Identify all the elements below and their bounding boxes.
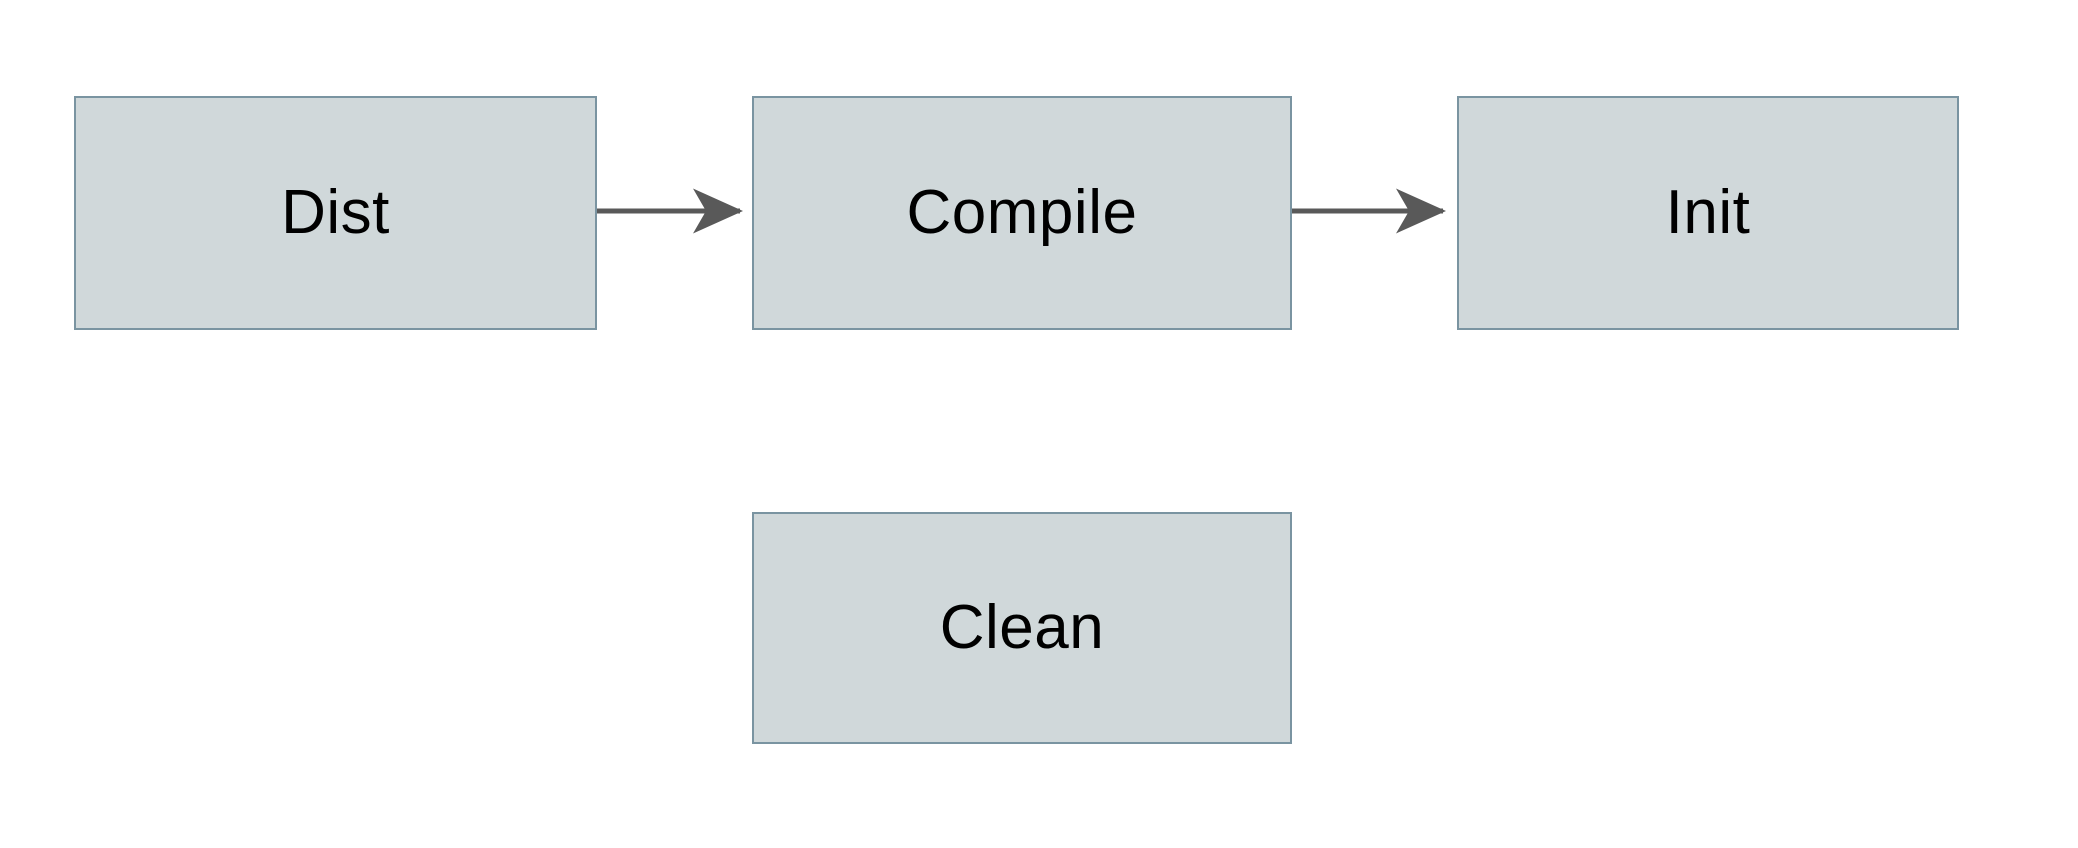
node-dist-label: Dist xyxy=(281,178,390,247)
node-clean[interactable]: Clean xyxy=(752,512,1292,744)
node-compile[interactable]: Compile xyxy=(752,96,1292,330)
node-init[interactable]: Init xyxy=(1457,96,1959,330)
node-dist[interactable]: Dist xyxy=(74,96,597,330)
node-compile-label: Compile xyxy=(906,178,1138,247)
node-init-label: Init xyxy=(1665,178,1751,247)
node-clean-label: Clean xyxy=(939,593,1105,662)
